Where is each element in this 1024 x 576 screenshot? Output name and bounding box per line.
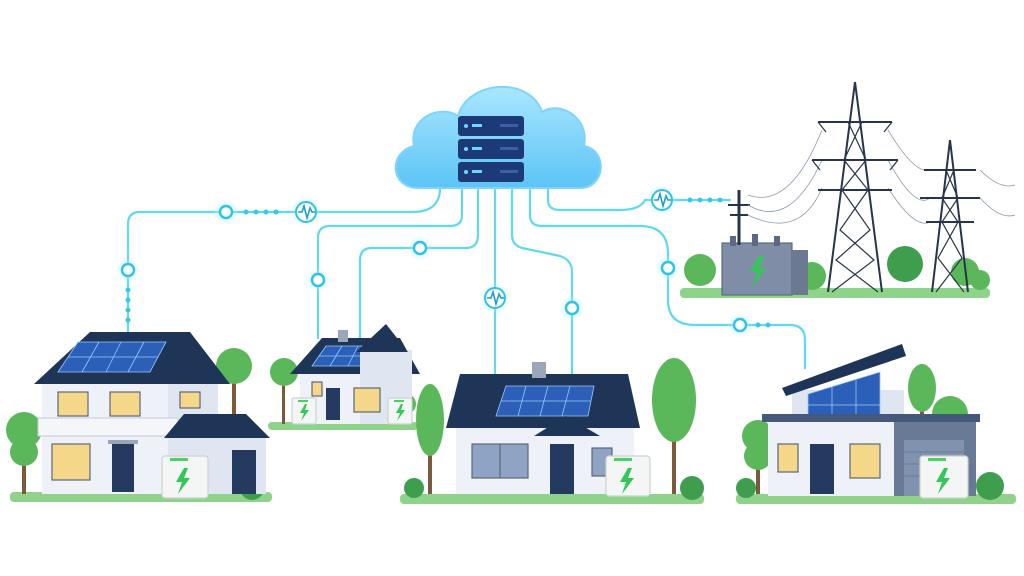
wire-to-house-small-a bbox=[316, 188, 464, 340]
node-small-house-b bbox=[407, 235, 433, 261]
substation bbox=[680, 81, 1016, 298]
pulse-icon bbox=[479, 282, 511, 314]
solar-panel-icon bbox=[807, 371, 881, 417]
node-left-top bbox=[213, 199, 239, 225]
server-icon bbox=[458, 116, 524, 182]
battery-icon bbox=[919, 455, 969, 499]
house-right bbox=[736, 344, 1016, 504]
node-center-house bbox=[559, 295, 585, 321]
node-right-b bbox=[727, 312, 753, 338]
house-left bbox=[6, 332, 272, 502]
solar-panel-icon bbox=[57, 341, 167, 373]
tree bbox=[404, 358, 704, 500]
node-left-mid bbox=[115, 257, 141, 283]
node-right-a bbox=[655, 255, 681, 281]
connection-nodes bbox=[115, 184, 771, 338]
battery-icon bbox=[605, 455, 651, 497]
power-lines bbox=[747, 129, 1016, 224]
transmission-tower-icon bbox=[920, 139, 980, 293]
pulse-icon bbox=[646, 184, 678, 216]
wire-to-substation bbox=[546, 186, 732, 212]
battery-icon bbox=[291, 397, 317, 425]
transformer-icon bbox=[721, 190, 808, 296]
wire-to-house-center-b bbox=[510, 188, 574, 377]
lightning-bolt-icon bbox=[750, 256, 766, 288]
node-small-house bbox=[305, 267, 331, 293]
tree bbox=[736, 364, 1004, 500]
cloud-icon bbox=[394, 86, 602, 189]
battery-icon bbox=[161, 455, 209, 499]
transmission-tower-icon bbox=[811, 81, 899, 293]
house-center bbox=[400, 358, 704, 504]
wire-to-house-left bbox=[126, 186, 442, 337]
house-small bbox=[268, 324, 420, 430]
solar-panel-icon bbox=[495, 385, 595, 417]
battery-icon bbox=[387, 397, 413, 425]
pulse-icon bbox=[290, 196, 322, 228]
